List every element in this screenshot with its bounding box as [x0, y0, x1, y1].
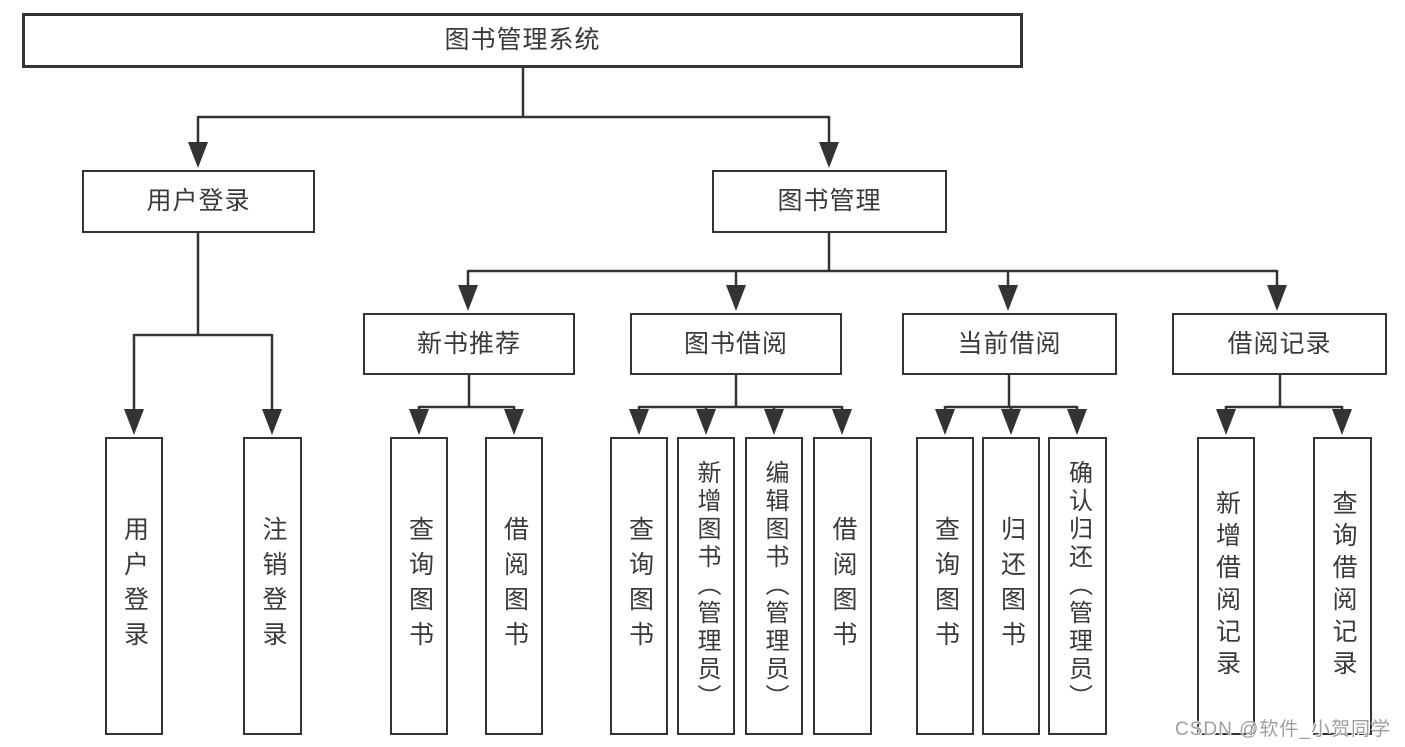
connector-borrow-records [1224, 375, 1344, 417]
leaf-user-login: 用户登录 [105, 437, 163, 735]
connector-book-borrow [637, 375, 844, 417]
node-label: 借阅图书 [829, 516, 857, 656]
leaf-borrow-books: 借阅图书 [813, 437, 872, 735]
node-label: 查询图书 [405, 516, 434, 656]
node-book-management: 图书管理 [712, 170, 947, 233]
node-label: 借阅图书 [500, 516, 529, 656]
node-label: 确认归还（管理员） [1064, 460, 1092, 712]
node-label: 查询借阅记录 [1329, 490, 1357, 682]
node-label: 借阅记录 [1227, 329, 1332, 358]
node-label: 用户登录 [146, 187, 251, 215]
leaf-confirm-return-admin: 确认归还（管理员） [1048, 437, 1107, 735]
node-label: 新增图书（管理员） [693, 460, 720, 712]
node-label: 图书管理系统 [444, 26, 601, 54]
node-new-book-recommend: 新书推荐 [363, 313, 575, 375]
leaf-add-book-admin: 新增图书（管理员） [677, 437, 735, 735]
watermark: CSDN @软件_小贺同学 [1175, 719, 1391, 740]
node-label: 图书借阅 [683, 329, 788, 358]
node-label: 新增借阅记录 [1212, 490, 1241, 682]
node-label: 编辑图书（管理员） [761, 460, 788, 712]
connector-book-management [466, 233, 1279, 293]
node-label: 查询图书 [625, 516, 654, 656]
node-current-borrow: 当前借阅 [902, 313, 1117, 375]
node-label: 当前借阅 [957, 329, 1062, 358]
arrowheads [124, 142, 1352, 435]
leaf-query-books-current: 查询图书 [916, 437, 974, 735]
node-label: 图书管理 [777, 187, 882, 215]
connector-new-book [417, 375, 516, 417]
node-root: 图书管理系统 [22, 13, 1023, 68]
leaf-add-borrow-record: 新增借阅记录 [1197, 437, 1255, 735]
node-label: 归还图书 [997, 516, 1026, 656]
node-label: 用户登录 [120, 516, 149, 656]
leaf-edit-book-admin: 编辑图书（管理员） [745, 437, 803, 735]
leaf-borrow-books-recommend: 借阅图书 [485, 437, 543, 735]
node-user-login: 用户登录 [82, 170, 315, 233]
node-label: 新书推荐 [416, 329, 521, 358]
node-label: 注销登录 [259, 516, 287, 656]
connector-root [196, 68, 831, 150]
leaf-logout: 注销登录 [243, 437, 302, 735]
node-label: 查询图书 [931, 516, 960, 656]
connector-user-login [132, 233, 274, 417]
node-borrow-records: 借阅记录 [1172, 313, 1387, 375]
node-book-borrow: 图书借阅 [630, 313, 842, 375]
leaf-query-books-recommend: 查询图书 [390, 437, 448, 735]
leaf-query-books-borrow: 查询图书 [610, 437, 668, 735]
leaf-query-borrow-record: 查询借阅记录 [1313, 437, 1372, 735]
leaf-return-book: 归还图书 [982, 437, 1040, 735]
